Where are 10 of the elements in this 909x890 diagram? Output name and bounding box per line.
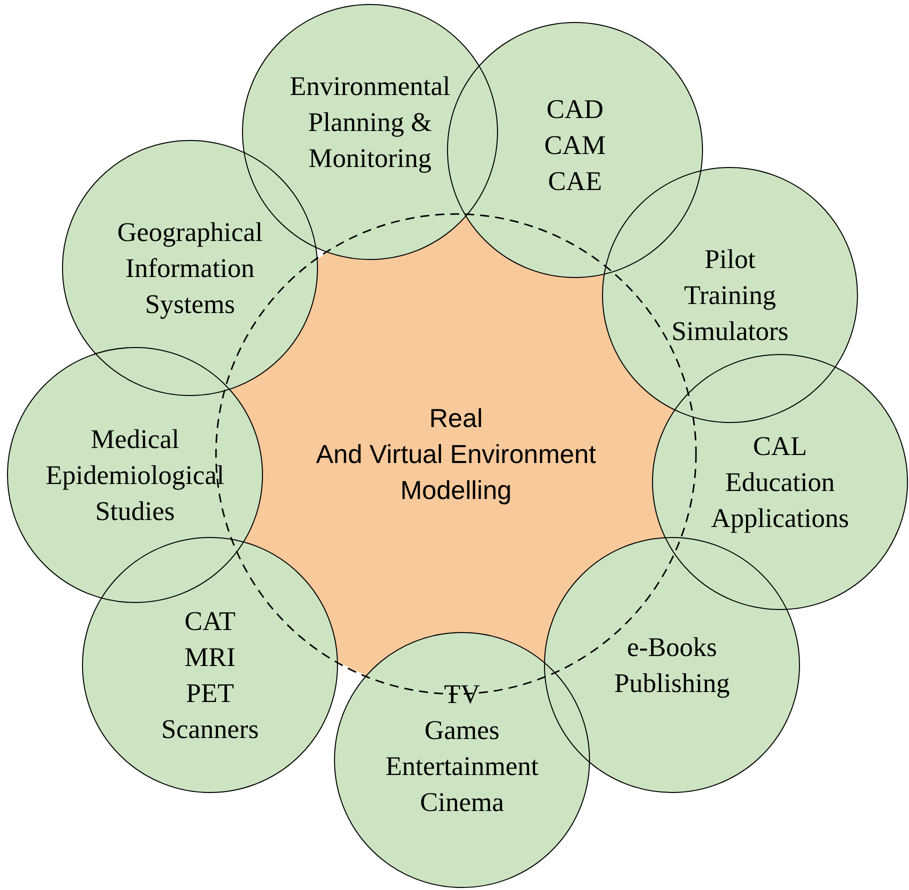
topic-label: TV Games Entertainment Cinema bbox=[384, 678, 540, 819]
topic-label: Geographical Information Systems bbox=[116, 216, 264, 321]
central-label: Real And Virtual Environment Modelling bbox=[316, 402, 596, 507]
topic-label: Medical Epidemiological Studies bbox=[44, 423, 226, 528]
topic-label: CAT MRI PET Scanners bbox=[160, 605, 260, 746]
topic-label: CAL Education Applications bbox=[710, 430, 850, 535]
topic-label: Environmental Planning & Monitoring bbox=[288, 70, 452, 175]
topic-label: e-Books Publishing bbox=[613, 631, 731, 700]
topic-label: CAD CAM CAE bbox=[543, 93, 607, 198]
topic-label: Pilot Training Simulators bbox=[670, 243, 790, 348]
